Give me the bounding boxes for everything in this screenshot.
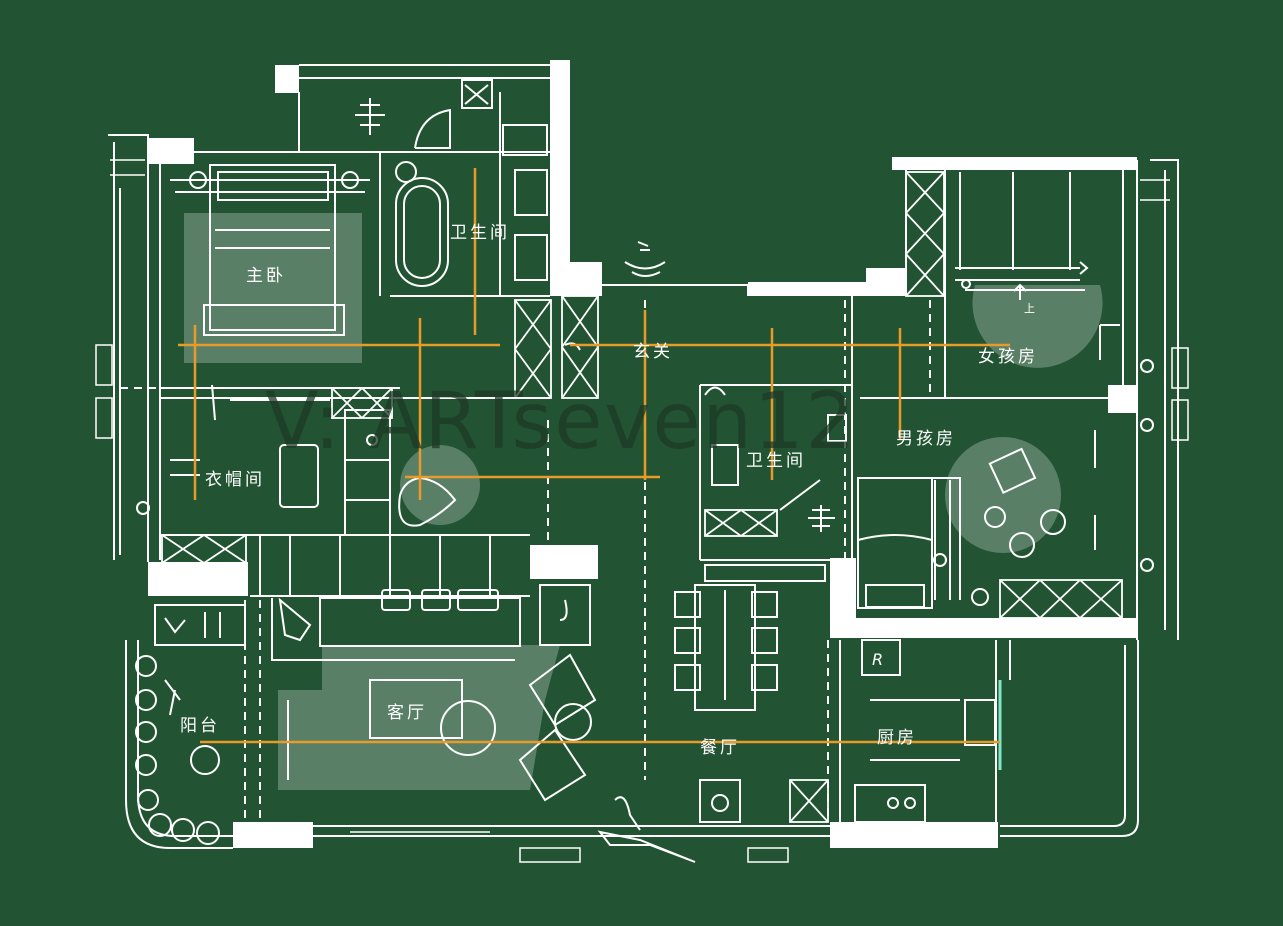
- master-bathroom-fixtures: [355, 79, 548, 287]
- living-room-furniture: [271, 584, 597, 802]
- label-boys-room: 男孩房: [896, 429, 956, 449]
- living-room-rug: [278, 645, 560, 790]
- label-stair-up: 上: [1024, 302, 1035, 315]
- balcony-furniture: [135, 604, 246, 845]
- kitchen-fixtures: [854, 639, 1002, 823]
- master-bedroom-furniture: [170, 164, 370, 421]
- center-bathroom-fixtures: [704, 386, 847, 532]
- dashed-lines: [120, 300, 931, 822]
- label-bathroom-master: 卫生间: [450, 223, 510, 243]
- cloakroom-furniture: [136, 409, 491, 596]
- girls-room-furniture: [955, 172, 1154, 373]
- axis-lines: [178, 168, 1010, 744]
- boys-room-furniture: [857, 418, 1154, 609]
- girls-room-rug: [972, 285, 1103, 368]
- boys-room-rug: [945, 437, 1061, 553]
- label-entrance: 玄关: [633, 342, 673, 362]
- label-kitchen: 厨房: [877, 728, 917, 748]
- label-balcony: 阳台: [180, 716, 220, 736]
- watermark: V: ARTseven12: [265, 377, 857, 467]
- entry-door-sketch: [597, 796, 696, 863]
- room-labels: 主卧 卫生间 玄关 女孩房 男孩房 卫生间 衣帽间 阳台 客厅 餐厅 厨房 上 …: [180, 223, 1038, 758]
- dining-room-furniture: [674, 564, 826, 823]
- label-girls-room: 女孩房: [978, 347, 1038, 367]
- label-cloakroom: 衣帽间: [205, 470, 265, 490]
- windows: [95, 159, 1189, 863]
- outer-walls: [108, 64, 1179, 849]
- label-living-room: 客厅: [387, 703, 427, 723]
- wardrobe-cabinets: [161, 171, 1123, 823]
- label-fridge: R: [872, 650, 883, 669]
- solid-walls: [148, 60, 1138, 848]
- master-bedroom-rug: [184, 213, 362, 363]
- label-dining-room: 餐厅: [700, 738, 740, 758]
- label-master-bedroom: 主卧: [246, 266, 286, 286]
- rug-areas: [184, 213, 1103, 790]
- label-bathroom-center: 卫生间: [746, 451, 806, 471]
